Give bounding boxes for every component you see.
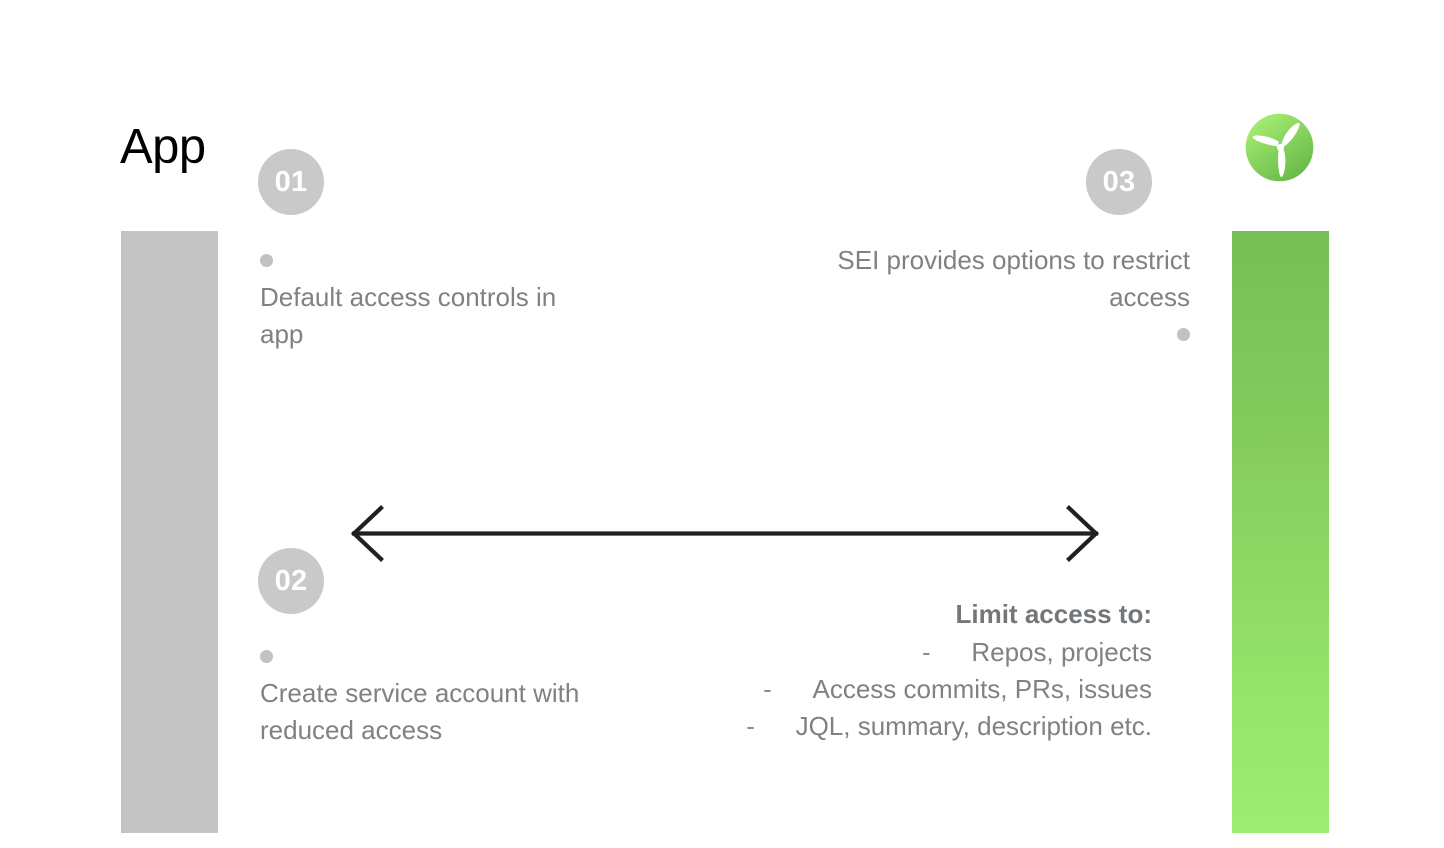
limit-access-heading: Limit access to: (955, 599, 1152, 629)
list-dash-marker: - (746, 711, 755, 741)
limit-access-item-label: JQL, summary, description etc. (795, 711, 1152, 741)
propeller-logo (1245, 113, 1314, 182)
step-badge-01: 01 (258, 149, 324, 215)
list-dash-marker: - (922, 637, 931, 667)
left-gray-bar (121, 231, 218, 833)
step-01-text: Default access controls in app (260, 242, 590, 353)
step-01-label: Default access controls in app (260, 282, 557, 349)
step-badge-03: 03 (1086, 149, 1152, 215)
step-badge-02: 02 (258, 548, 324, 614)
step-03-text: SEI provides options to restrict access (830, 242, 1190, 353)
limit-access-block: Limit access to: - Repos, projects - Acc… (592, 596, 1152, 745)
limit-access-item: - JQL, summary, description etc. (592, 708, 1152, 745)
limit-access-item-label: Access commits, PRs, issues (812, 674, 1152, 704)
step-02-text: Create service account with reduced acce… (260, 638, 590, 749)
double-headed-arrow (348, 503, 1102, 565)
step-02-label: Create service account with reduced acce… (260, 678, 580, 745)
step-03-label: SEI provides options to restrict access (837, 245, 1190, 312)
limit-access-item-label: Repos, projects (971, 637, 1152, 667)
limit-access-item: - Access commits, PRs, issues (592, 671, 1152, 708)
bullet-dot-icon (260, 649, 273, 663)
list-dash-marker: - (763, 674, 772, 704)
right-green-bar (1232, 231, 1329, 833)
page-title: App (120, 120, 206, 174)
limit-access-item: - Repos, projects (592, 634, 1152, 671)
bullet-dot-icon (1177, 327, 1190, 341)
bullet-dot-icon (260, 253, 273, 267)
